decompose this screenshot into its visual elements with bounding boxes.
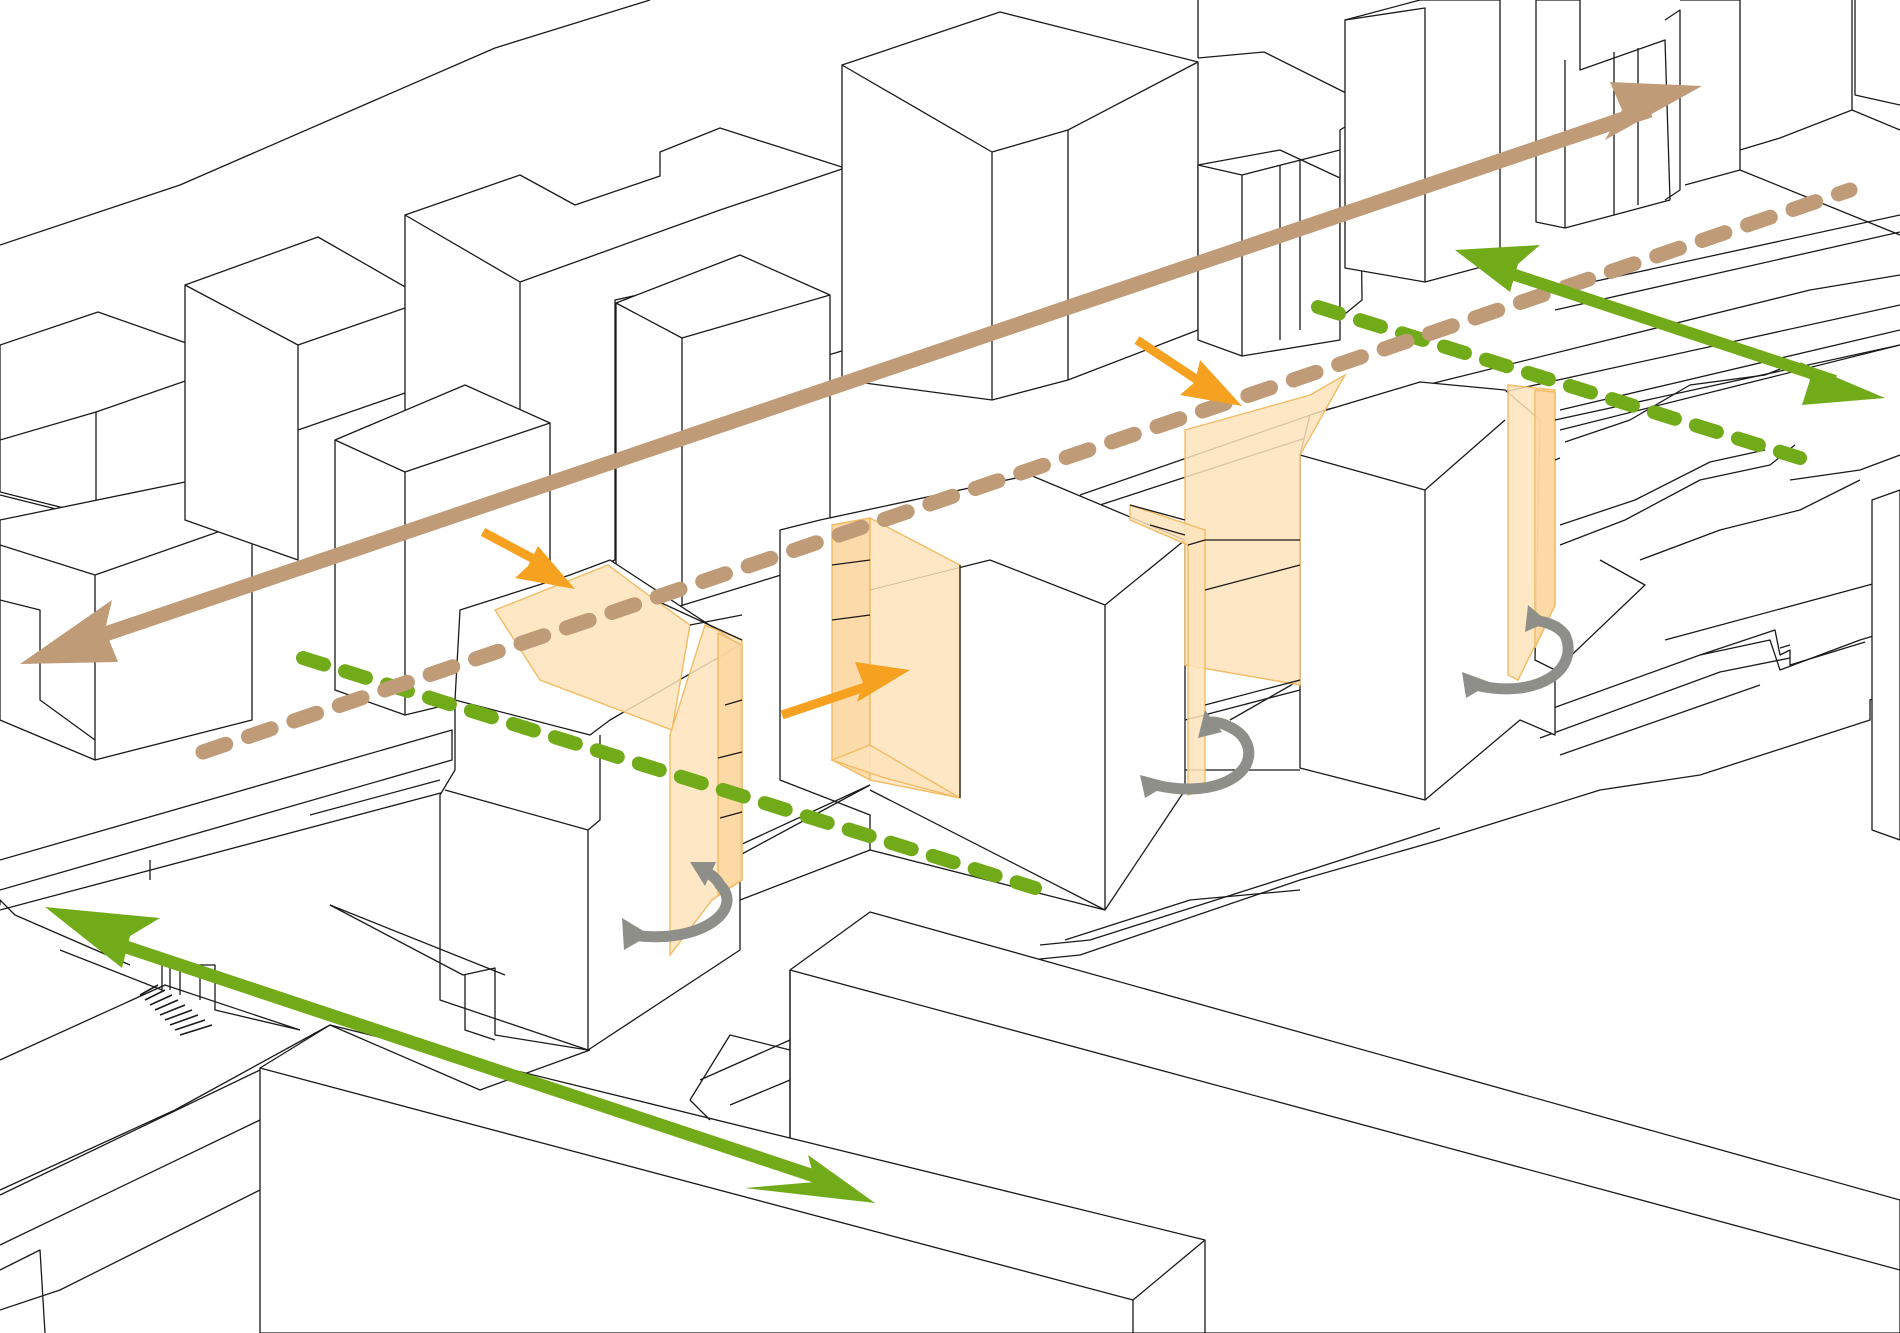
context-buildings-back [0,0,1900,761]
void-planes [493,373,1556,958]
orange-arrows [480,336,1242,720]
brown-double-arrow [20,82,1702,664]
green-dashed-axes [296,300,1807,895]
green-double-arrow [1455,245,1885,405]
green-arrowhead-bottom-right [745,1155,875,1203]
green-dashed-line [296,651,1042,895]
orange-arrow-head [1180,360,1242,406]
orange-arrow [780,681,870,720]
context-buildings-front [0,889,1900,1333]
brown-arrowhead-right [1605,82,1702,140]
overlay-lines [654,344,1900,819]
void-plane-center-side [1129,504,1206,796]
green-arrowhead-bottom-left [45,907,160,968]
curved-rotation-arrow [1149,716,1255,795]
rotation-arrows [622,605,1574,950]
stair-hatch [139,984,213,1036]
orange-arrow-head [855,662,910,702]
brown-dashed-axis [195,182,1858,760]
curved-rotation-arrow [1469,614,1574,695]
green-arrowhead-top-right [1800,362,1885,405]
orange-arrow-head [515,546,575,589]
orange-arrow [1134,336,1208,389]
proposed-building-right [1184,381,1556,801]
green-arrowhead-top-left [1455,245,1540,292]
brown-dashed-line [195,182,1858,760]
void-plane-middle-back [831,517,871,782]
void-plane-left-inner [717,631,743,897]
void-plane-center-slot [1184,373,1347,686]
green-double-arrow [45,907,875,1203]
green-dashed-line [1311,300,1807,465]
brown-arrowhead-left [20,600,118,664]
void-plane-right-inner [1534,389,1556,649]
